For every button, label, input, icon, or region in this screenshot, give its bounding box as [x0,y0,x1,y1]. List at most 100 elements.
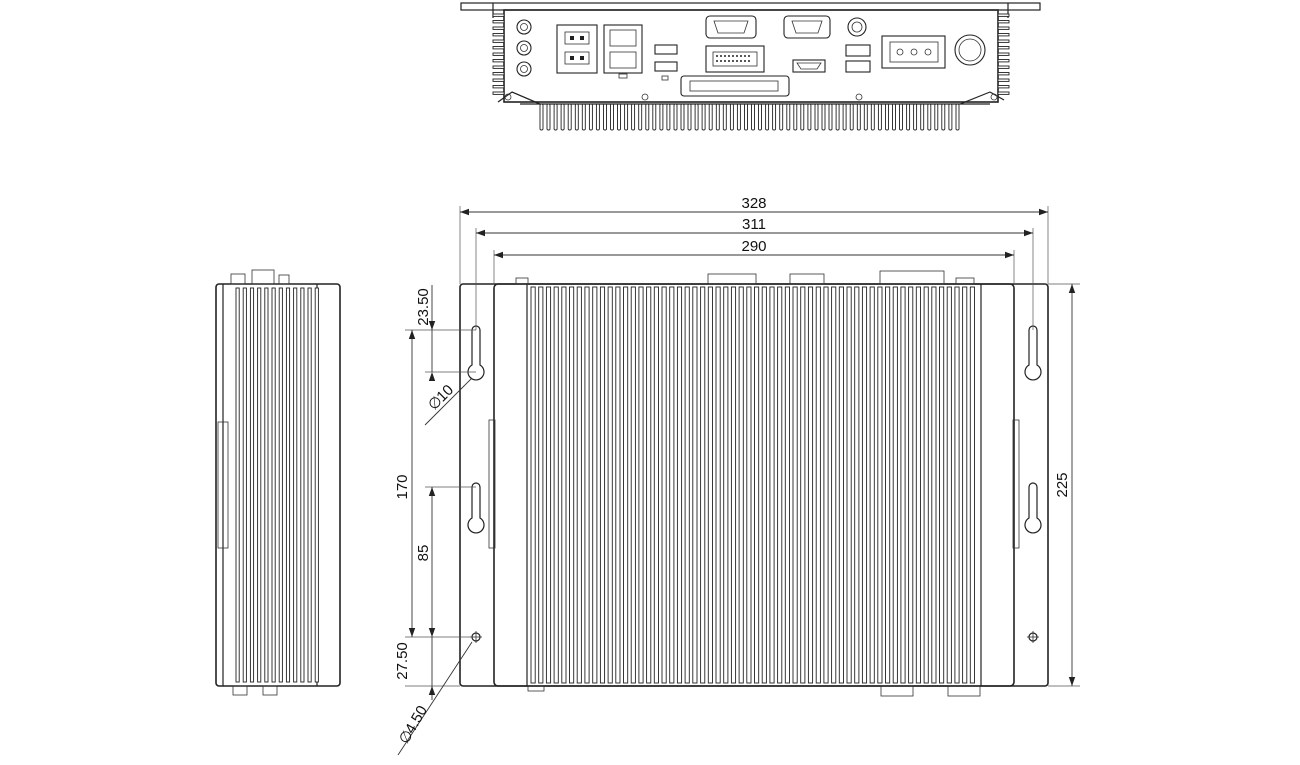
fin [653,286,659,684]
fin [997,33,1010,37]
fin [235,287,240,683]
fin [793,103,798,131]
fin [772,103,777,131]
fin [314,287,319,683]
fin [941,103,946,131]
fin [738,286,744,684]
fin [997,78,1010,82]
fin [997,52,1010,56]
fin [722,103,727,131]
terminal-block-icon [881,35,946,69]
fin [576,286,582,684]
hdmi-port-icon [792,59,826,73]
fin [723,286,729,684]
dim-hole-span-vertical: 170 [394,474,411,499]
fin [492,39,505,43]
fin [307,287,312,683]
fin [997,59,1010,63]
top-heatsink-fins [530,286,975,684]
fin [700,286,706,684]
fin [997,46,1010,50]
usb-port-icon [556,24,598,74]
arrowhead [1068,677,1076,686]
side-view [215,269,341,696]
fin [492,13,505,17]
fin [838,286,844,684]
fin [730,286,737,684]
fin [997,26,1010,30]
arrowhead [428,487,436,496]
fin [900,286,906,684]
fin [786,103,791,131]
fin [877,286,883,684]
fin [927,103,932,131]
keyhole-slot [1024,325,1042,381]
fin [249,287,255,683]
fin [800,286,806,684]
fin [814,103,819,131]
fin [492,91,505,95]
front-bottom-fins [539,103,960,131]
fin [948,103,953,131]
arrowhead [476,229,485,237]
usb-port-icon [845,44,871,73]
side-body [215,283,341,687]
fin [846,286,852,684]
fin [538,286,544,684]
fin [567,103,572,131]
fin [913,103,918,131]
fin [293,287,298,683]
fin [595,103,600,131]
fin [560,103,565,131]
fin [997,20,1010,24]
fin [707,286,713,684]
dim-width-overall: 328 [741,195,766,212]
fin [835,103,840,131]
fin [765,103,770,131]
fin [546,103,551,131]
fin [800,103,805,131]
lan-port-icon [603,24,643,79]
fin [242,287,247,683]
arrowhead [1005,251,1014,259]
fin [553,103,558,131]
front-screws [504,93,998,101]
fin [687,103,692,131]
fin [574,103,579,131]
fin [997,65,1010,69]
dim-slot-diameter: ∅ 10 [425,382,457,414]
fin [492,26,505,30]
fin [492,46,505,50]
fin [588,103,593,131]
fin [285,287,291,683]
fin [631,103,636,131]
fin [673,103,678,131]
fin [584,286,590,684]
fin [646,286,652,684]
fin [492,52,505,56]
fin [997,85,1010,89]
fin [997,39,1010,43]
keyhole-slot [467,325,485,381]
fin [744,103,748,131]
fin [746,286,752,684]
fin [969,286,975,684]
fin [645,103,650,131]
fin [630,286,636,684]
fin [854,286,860,684]
front-side-fins-right [997,13,1010,95]
fin [997,13,1010,17]
fin [934,103,939,131]
fin [842,103,847,131]
arrowhead [1024,229,1033,237]
dim-bottom-hole-offset: 27.50 [394,642,411,680]
fin [815,286,821,684]
arrowhead [408,628,416,637]
fin [885,103,889,131]
fin [751,103,755,131]
dim-hole-spacing: 85 [415,545,432,562]
top-view [459,270,1049,697]
fin [792,286,798,684]
fin [908,286,914,684]
fin [870,103,875,131]
